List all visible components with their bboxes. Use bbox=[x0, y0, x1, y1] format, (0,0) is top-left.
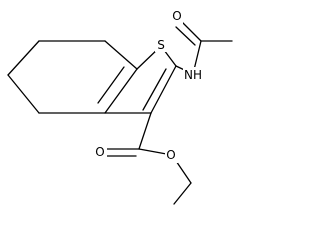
bond-c3a-c7a bbox=[104, 68, 138, 114]
nh-atom-label: NH bbox=[184, 68, 202, 82]
bond-c7a-c7 bbox=[104, 40, 138, 70]
atom-labels: S NH O O O bbox=[94, 9, 203, 163]
thiophene-ring bbox=[97, 45, 177, 114]
bond-c6-c5 bbox=[7, 40, 40, 76]
ester-oxygen-label: O bbox=[166, 148, 175, 162]
bond-c5-c4 bbox=[7, 74, 40, 114]
cyclohexane-ring bbox=[7, 40, 138, 114]
bond-c3a-c7a-double bbox=[97, 66, 125, 104]
acetamido-group bbox=[175, 19, 233, 75]
bond-c2-c3-double bbox=[142, 68, 167, 111]
ethyl-ester-group bbox=[105, 112, 192, 205]
bond-c3-c-ester bbox=[138, 112, 152, 150]
chemical-structure: S NH O O O bbox=[7, 9, 233, 205]
bond-c-o-acetyl-double bbox=[175, 26, 196, 46]
bond-ch2-ch3 bbox=[173, 182, 192, 205]
bond-c-o-acetyl bbox=[179, 19, 202, 42]
structure-canvas: S NH O O O bbox=[7, 9, 233, 205]
carbonyl-oxygen-label: O bbox=[95, 145, 104, 159]
acetyl-oxygen-label: O bbox=[172, 9, 181, 23]
bond-c2-c3 bbox=[150, 65, 177, 114]
sulfur-atom-label: S bbox=[157, 38, 165, 52]
